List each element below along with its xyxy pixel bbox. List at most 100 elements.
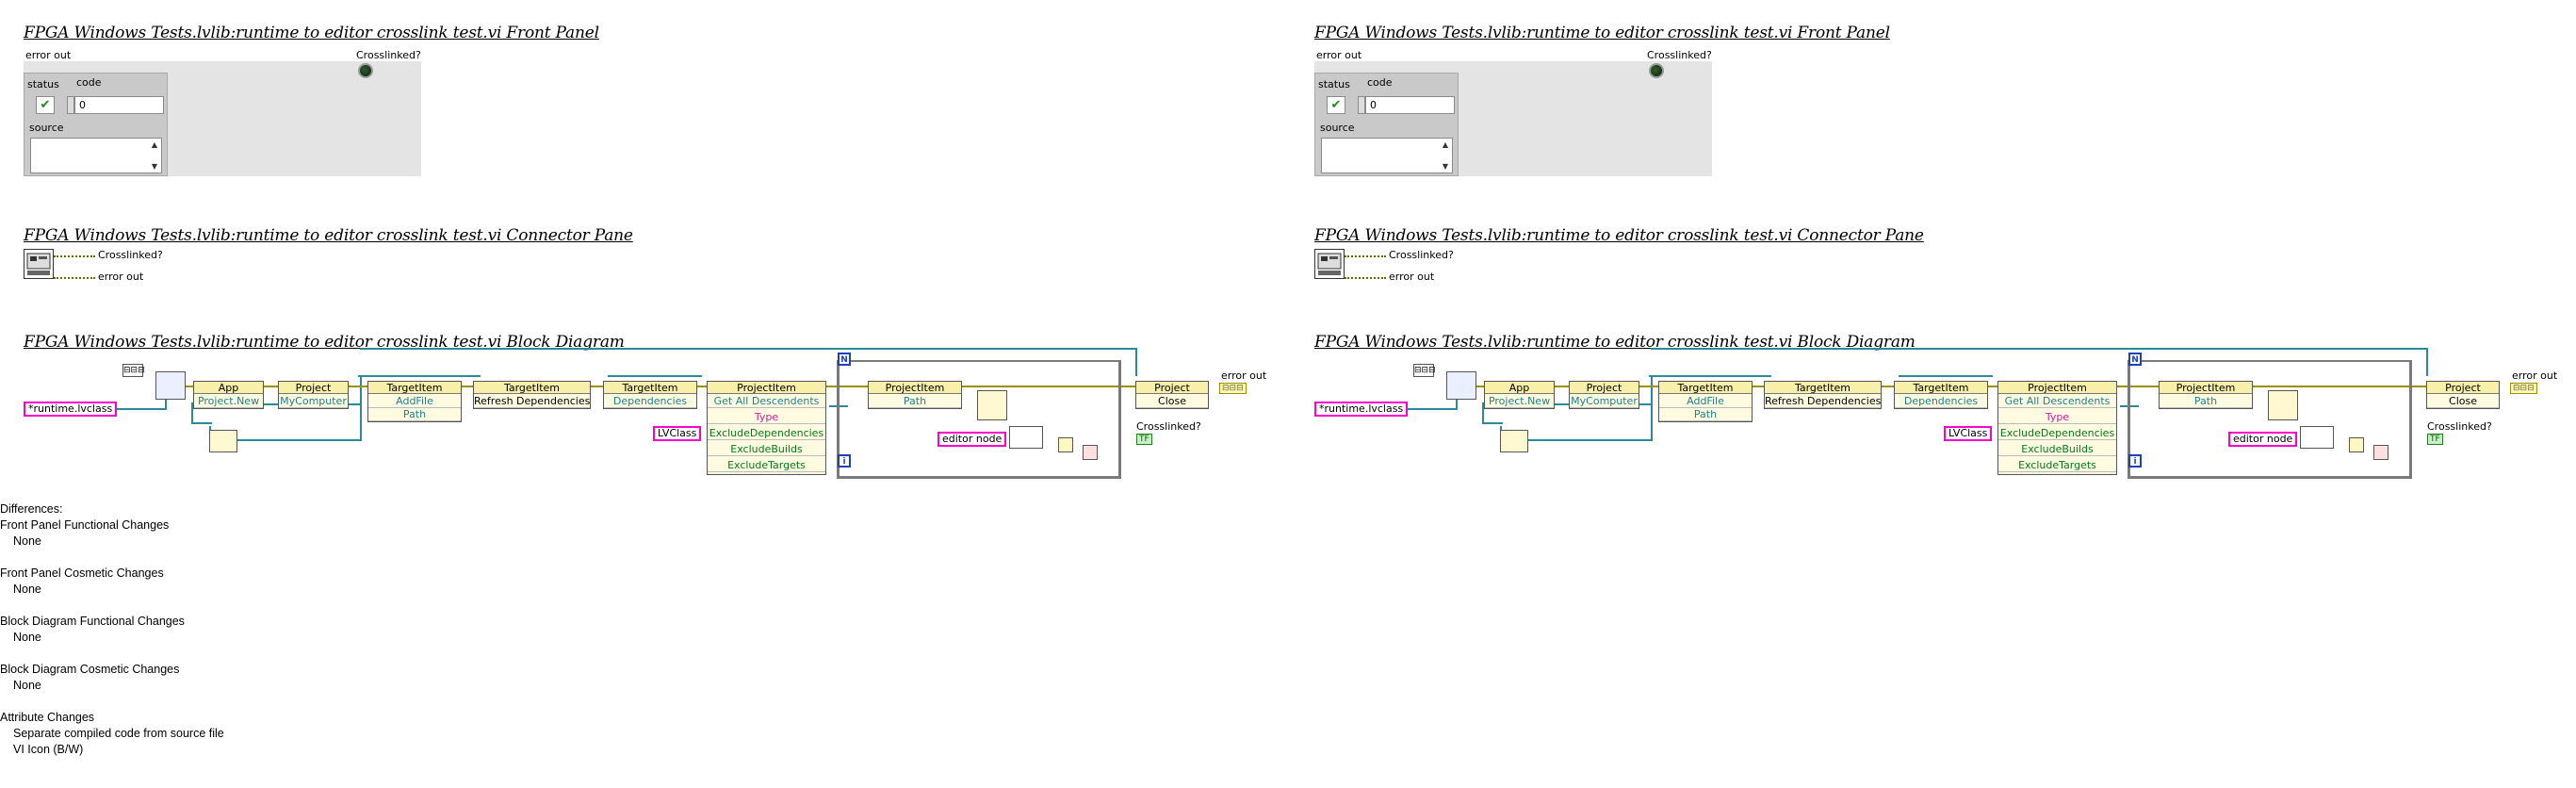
code-label: code: [76, 76, 102, 89]
status-indicator[interactable]: ✔: [1327, 96, 1345, 114]
runtime-lvclass-constant[interactable]: *runtime.lvclass: [1314, 402, 1409, 417]
right-vi-column: FPGA Windows Tests.lvlib:runtime to edit…: [1291, 0, 2576, 788]
targetitem-node-header: TargetItem: [368, 382, 461, 394]
targetitem-dependencies-node[interactable]: TargetItem Dependencies: [1894, 381, 1988, 409]
lvclass-constant[interactable]: LVClass: [1944, 426, 1993, 441]
targetitem-dependencies-node[interactable]: TargetItem Dependencies: [603, 381, 697, 409]
projectitem-node-param: Type: [708, 411, 825, 424]
connector-pane-icon: [1314, 249, 1345, 279]
error-out-label: error out: [1316, 49, 1362, 61]
crosslinked-led-indicator: [1649, 63, 1664, 78]
connector-pane-title: FPGA Windows Tests.lvlib:runtime to edit…: [24, 226, 633, 245]
source-scrollbar[interactable]: ▲ ▼: [149, 139, 160, 172]
code-field[interactable]: 0: [74, 96, 164, 114]
targetitem-node-param: Path: [1659, 408, 1752, 421]
source-label: source: [1320, 122, 1355, 134]
scroll-up-icon[interactable]: ▲: [1442, 140, 1449, 149]
projectitem-node-property: Path: [869, 395, 961, 408]
code-label: code: [1367, 76, 1393, 89]
wire: [1404, 408, 1456, 410]
diff-group-title: Front Panel Cosmetic Changes: [0, 566, 164, 580]
wire: [1651, 375, 1653, 405]
projectitem-node-header: ProjectItem: [869, 382, 961, 394]
source-field[interactable]: ▲ ▼: [1321, 138, 1453, 173]
source-scrollbar[interactable]: ▲ ▼: [1440, 139, 1451, 172]
source-field[interactable]: ▲ ▼: [30, 138, 162, 173]
match-pattern-icon: [977, 390, 1007, 420]
lvclass-constant[interactable]: LVClass: [653, 426, 702, 441]
projectitem-node-param: ExcludeDependencies: [1998, 427, 2116, 440]
wire: [1500, 439, 1651, 441]
project-property-node[interactable]: Project MyComputer: [1569, 381, 1639, 409]
block-diagram-title: FPGA Windows Tests.lvlib:runtime to edit…: [24, 333, 625, 352]
scroll-down-icon[interactable]: ▼: [151, 162, 158, 171]
diff-group-title: Front Panel Functional Changes: [0, 518, 170, 532]
connector-wire-1: [1345, 255, 1386, 257]
code-increment-arrows[interactable]: [67, 96, 74, 114]
wire: [113, 408, 165, 410]
error-out-label: error out: [25, 49, 72, 61]
code-field[interactable]: 0: [1365, 96, 1455, 114]
code-increment-arrows[interactable]: [1358, 96, 1365, 114]
projectitem-node-param: ExcludeBuilds: [1998, 443, 2116, 456]
project-close-header: Project: [2427, 382, 2499, 394]
scroll-down-icon[interactable]: ▼: [1442, 162, 1449, 171]
status-indicator[interactable]: ✔: [36, 96, 55, 114]
projectitem-descendents-node[interactable]: ProjectItem Get All Descendents Type Exc…: [1997, 381, 2117, 475]
compare-icon: [1058, 437, 1073, 452]
project-node-header: Project: [279, 382, 348, 394]
differences-list: Differences: Front Panel Functional Chan…: [0, 501, 224, 758]
diff-group-item: None: [13, 534, 41, 548]
targetitem-refresh-node[interactable]: TargetItem Refresh Dependencies: [1764, 381, 1882, 409]
projectitem-path-node[interactable]: ProjectItem Path: [2159, 381, 2253, 409]
for-loop-structure[interactable]: N i ProjectItem Path editor node: [2128, 353, 2412, 479]
wire: [209, 439, 360, 441]
folder-icon: ⊟⊟⊟: [122, 364, 145, 377]
editor-node-constant[interactable]: editor node: [937, 432, 1007, 447]
wire: [608, 375, 702, 377]
editor-node-constant[interactable]: editor node: [2228, 432, 2298, 447]
app-property-node[interactable]: App Project.New: [193, 381, 264, 409]
targetitem-node-param: Path: [368, 408, 461, 421]
left-vi-column: FPGA Windows Tests.lvlib:runtime to edit…: [0, 24, 1266, 758]
targetitem-refresh-node[interactable]: TargetItem Refresh Dependencies: [473, 381, 591, 409]
error-out-terminal: ⊟⊟⊟: [2510, 383, 2537, 394]
error-out-terminal-label: error out: [2512, 369, 2558, 382]
projectitem-path-node[interactable]: ProjectItem Path: [868, 381, 962, 409]
project-close-node[interactable]: Project Close: [2426, 381, 2500, 409]
targetitem-addfile-node[interactable]: TargetItem AddFile Path: [1658, 381, 1753, 422]
projectitem-node-method: Get All Descendents: [708, 395, 825, 408]
projectitem-node-header: ProjectItem: [1998, 382, 2116, 394]
project-close-method: Close: [1136, 395, 1208, 408]
build-path-icon: [155, 371, 186, 400]
wire: [360, 375, 362, 405]
crosslinked-label: Crosslinked?: [1647, 49, 1712, 61]
project-property-node[interactable]: Project MyComputer: [278, 381, 349, 409]
front-panel: error out status code ✔ 0 source ▲ ▼: [24, 49, 421, 176]
targetitem-addfile-node[interactable]: TargetItem AddFile Path: [367, 381, 462, 422]
targetitem-node-property: Dependencies: [1895, 395, 1987, 408]
targetitem-node-header: TargetItem: [604, 382, 696, 394]
connector-terminal-error-out: error out: [1389, 271, 1435, 283]
error-out-cluster: status code ✔ 0 source ▲ ▼: [1314, 73, 1459, 176]
status-label: status: [27, 78, 59, 90]
loop-icon: [209, 430, 237, 452]
diff-group-title: Block Diagram Functional Changes: [0, 615, 185, 628]
project-node-property: MyComputer: [279, 395, 348, 408]
projectitem-descendents-node[interactable]: ProjectItem Get All Descendents Type Exc…: [707, 381, 826, 475]
wire: [1482, 422, 1503, 424]
runtime-lvclass-constant[interactable]: *runtime.lvclass: [24, 402, 118, 417]
error-out-cluster: status code ✔ 0 source ▲ ▼: [24, 73, 168, 176]
targetitem-node-method: Refresh Dependencies: [474, 395, 591, 408]
for-loop-structure[interactable]: N i ProjectItem Path editor node: [837, 353, 1121, 479]
crosslinked-terminal: TF: [2427, 434, 2443, 445]
wire: [191, 402, 193, 424]
loop-iteration-terminal: i: [2128, 454, 2142, 468]
wire: [1482, 402, 1484, 424]
project-close-node[interactable]: Project Close: [1135, 381, 1209, 409]
connector-pane-icon: [24, 249, 54, 279]
targetitem-node-header: TargetItem: [1895, 382, 1987, 394]
scroll-up-icon[interactable]: ▲: [151, 140, 158, 149]
app-property-node[interactable]: App Project.New: [1484, 381, 1555, 409]
or-icon: [1083, 445, 1098, 460]
